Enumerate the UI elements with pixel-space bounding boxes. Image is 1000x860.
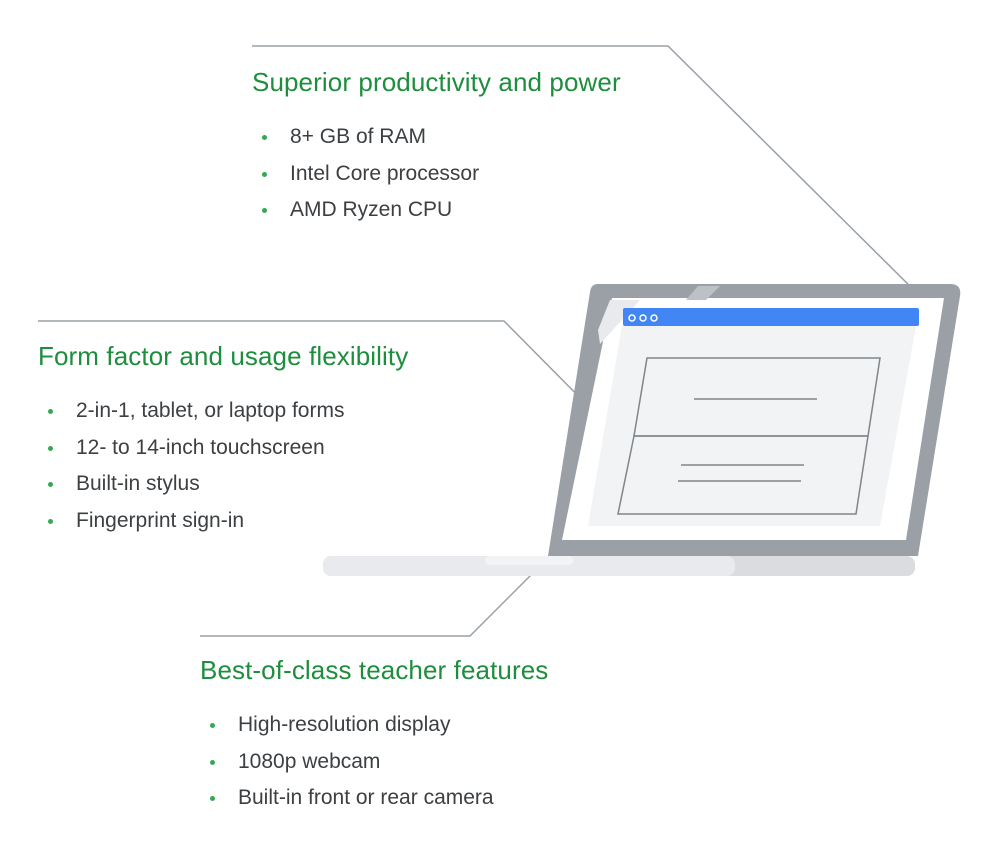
list-item: AMD Ryzen CPU <box>262 197 621 234</box>
list-item-label: 8+ GB of RAM <box>290 125 426 148</box>
list-item: Intel Core processor <box>262 161 621 198</box>
section-heading: Best-of-class teacher features <box>200 655 549 685</box>
laptop-base-top <box>323 556 735 576</box>
bullet-dot-icon <box>262 208 267 213</box>
screen-panel-bottom <box>617 435 869 515</box>
bullet-dot-icon <box>48 482 53 487</box>
list-item: 1080p webcam <box>210 749 548 786</box>
bullet-dot-icon <box>48 445 53 451</box>
browser-dot-icon <box>639 314 647 322</box>
section-productivity: Superior productivity and power 8+ GB of… <box>252 66 621 234</box>
list-item-label: 1080p webcam <box>238 749 381 773</box>
bullet-dot-icon <box>48 518 53 524</box>
section-heading: Superior productivity and power <box>252 67 621 97</box>
leader-line-form-factor <box>38 320 609 427</box>
browser-dot-icon <box>650 314 658 322</box>
list-item-label: AMD Ryzen CPU <box>290 198 453 221</box>
feature-list: High-resolution display 1080p webcam Bui… <box>210 712 548 822</box>
section-form-factor: Form factor and usage flexibility 2-in-1… <box>38 340 408 544</box>
list-item: Fingerprint sign-in <box>48 508 408 545</box>
list-item: 12- to 14-inch touchscreen <box>48 435 408 472</box>
list-item: Built-in front or rear camera <box>210 785 548 822</box>
list-item-label: 2-in-1, tablet, or laptop forms <box>76 399 345 422</box>
browser-dot-icon <box>628 314 636 322</box>
list-item-label: Built-in front or rear camera <box>238 786 494 809</box>
laptop-trackpad-notch <box>485 556 573 565</box>
feature-list: 2-in-1, tablet, or laptop forms 12- to 1… <box>48 398 408 544</box>
leader-line-teacher <box>200 573 533 637</box>
section-heading: Form factor and usage flexibility <box>38 341 409 371</box>
list-item-label: High-resolution display <box>238 713 451 736</box>
list-item: 8+ GB of RAM <box>262 124 621 161</box>
screen-reflection-2 <box>686 286 720 300</box>
list-item-label: Fingerprint sign-in <box>76 508 245 532</box>
leader-line-productivity <box>252 45 929 305</box>
list-item: Built-in stylus <box>48 471 408 508</box>
list-item-label: Built-in stylus <box>76 472 200 495</box>
bullet-dot-icon <box>48 409 53 414</box>
bullet-dot-icon <box>210 723 215 728</box>
list-item-label: 12- to 14-inch touchscreen <box>76 435 325 459</box>
bullet-dot-icon <box>210 796 215 801</box>
bullet-dot-icon <box>262 135 267 140</box>
feature-list: 8+ GB of RAM Intel Core processor AMD Ry… <box>262 124 621 234</box>
list-item: High-resolution display <box>210 712 548 749</box>
section-teacher-features: Best-of-class teacher features High-reso… <box>200 654 548 822</box>
laptop-illustration <box>323 284 961 576</box>
bullet-dot-icon <box>210 759 215 765</box>
screen-content-area <box>588 326 916 526</box>
bullet-dot-icon <box>262 171 267 177</box>
list-item-label: Intel Core processor <box>290 161 480 185</box>
list-item: 2-in-1, tablet, or laptop forms <box>48 398 408 435</box>
browser-window-icon <box>623 308 919 326</box>
